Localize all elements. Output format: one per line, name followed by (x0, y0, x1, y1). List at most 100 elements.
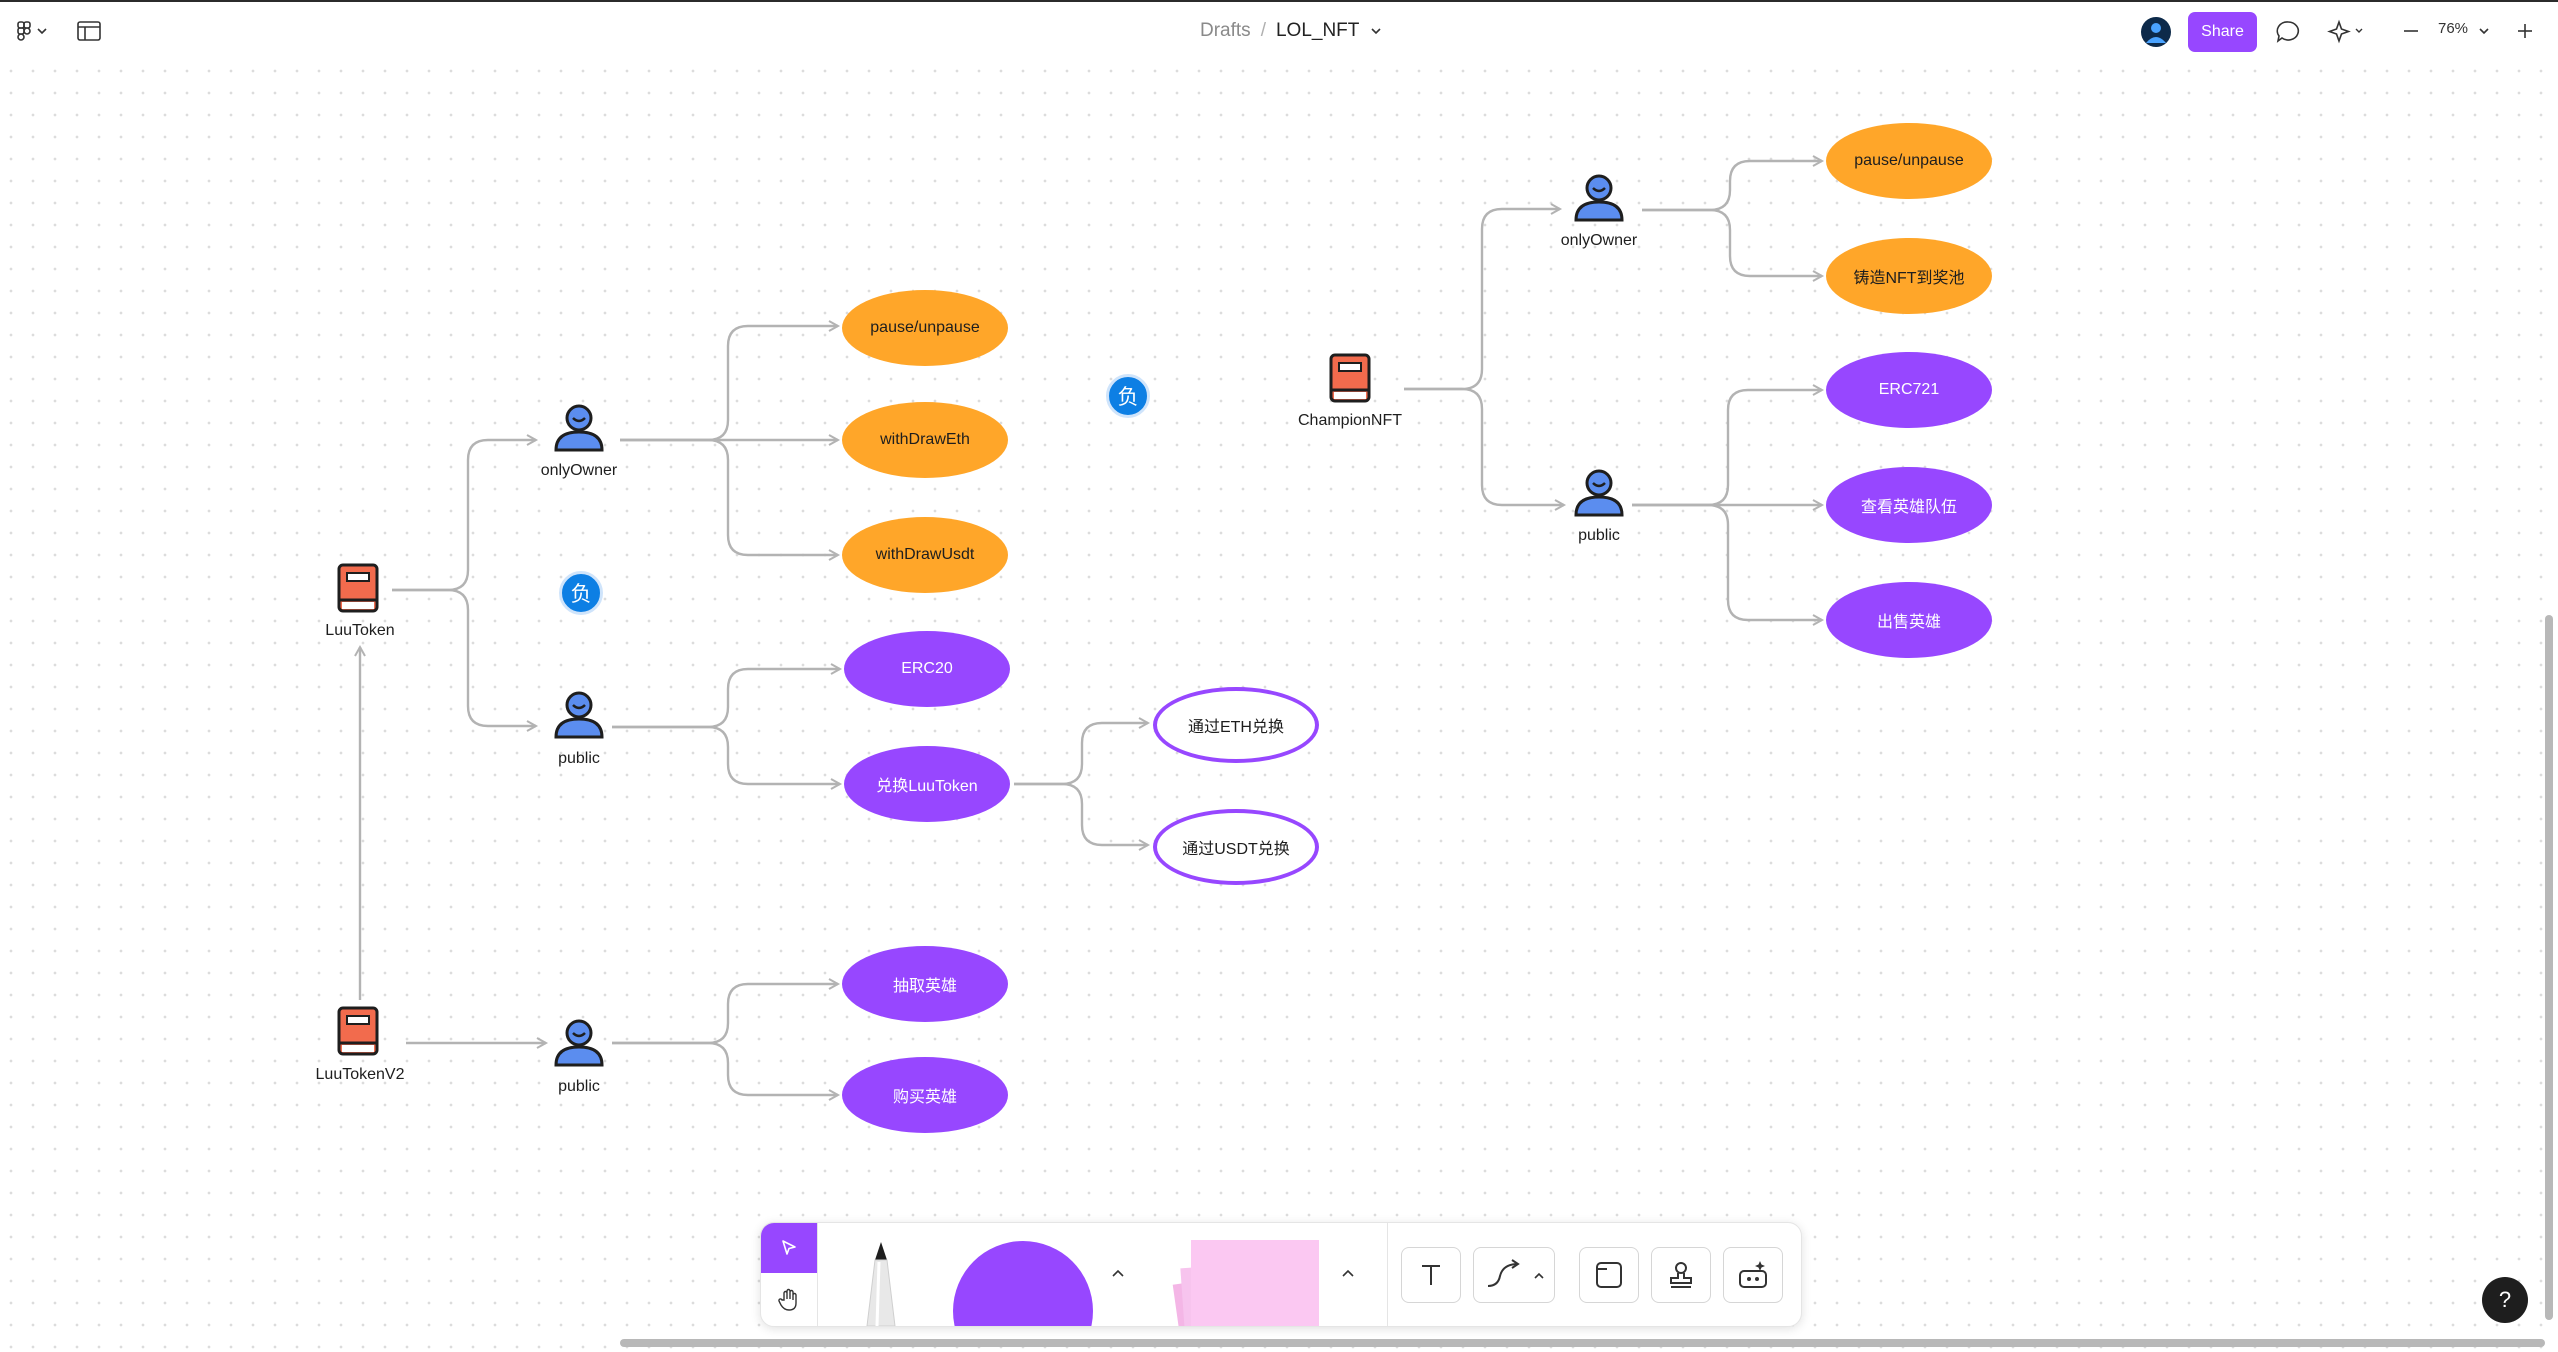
chevron-down-icon[interactable] (1369, 26, 1383, 36)
file-name[interactable]: LOL_NFT (1275, 20, 1360, 41)
person-icon (554, 1019, 604, 1067)
node-luutoken-label: LuuToken (325, 622, 395, 639)
zoom-in-button[interactable] (2512, 18, 2538, 44)
whiteboard-canvas[interactable]: LuuToken LuuTokenV2 ChampionNFT onlyOwne… (0, 60, 2558, 1352)
chevron-up-icon (1342, 1269, 1354, 1277)
breadcrumb-drafts[interactable]: Drafts (1200, 20, 1251, 41)
pen-icon (866, 1241, 896, 1326)
edge-luutoken-public (392, 588, 539, 732)
main-menu-button[interactable] (12, 16, 52, 46)
zoom-dropdown[interactable] (2476, 22, 2492, 40)
circle-shape-icon (953, 1240, 1093, 1326)
node-onlyowner-label: onlyOwner (540, 462, 618, 479)
edge-luutoken-onlyowner (392, 434, 539, 592)
widgets-tool-button[interactable] (1723, 1247, 1783, 1303)
shape-options-button[interactable] (1106, 1261, 1130, 1285)
node-withdraw-usdt[interactable]: withDrawUsdt (842, 517, 1008, 593)
text-icon (1422, 1265, 1440, 1285)
chevron-down-icon (2479, 28, 2489, 35)
widget-sparkle-icon (1739, 1261, 1767, 1288)
horizontal-scrollbar[interactable] (620, 1339, 2545, 1347)
edge-owner2-pause (1642, 155, 1825, 212)
chevron-up-icon[interactable] (1532, 1269, 1546, 1281)
node-onlyowner-label: onlyOwner (1560, 232, 1638, 249)
node-draw-hero[interactable]: 抽取英雄 (842, 946, 1008, 1022)
creation-toolbar (760, 1222, 1802, 1327)
book-icon (1329, 353, 1371, 403)
minus-icon (2404, 30, 2418, 32)
node-buy-hero[interactable]: 购买英雄 (842, 1057, 1008, 1133)
cursor-icon (782, 1240, 796, 1255)
node-erc721[interactable]: ERC721 (1826, 352, 1992, 428)
node-public-label: public (558, 1078, 600, 1095)
zoom-out-button[interactable] (2398, 18, 2424, 44)
section-icon (1596, 1262, 1622, 1288)
collaborator-avatar[interactable]: 负 (1106, 374, 1150, 418)
breadcrumb-separator: / (1260, 20, 1266, 41)
stamp-icon (1670, 1262, 1692, 1288)
node-pause-unpause[interactable]: pause/unpause (1826, 123, 1992, 199)
breadcrumb: Drafts / LOL_NFT (1200, 2, 1383, 60)
plus-icon (2518, 24, 2532, 38)
comment-button[interactable] (2272, 16, 2304, 48)
section-tool-button[interactable] (1579, 1247, 1639, 1303)
connector-lines (354, 155, 1825, 1101)
sparkle-icon (2327, 19, 2363, 44)
person-icon (1574, 469, 1624, 517)
node-exchange-luutoken[interactable]: 兑换LuuToken (844, 746, 1010, 822)
top-bar: Drafts / LOL_NFT Share 76% (0, 0, 2558, 60)
text-tool-button[interactable] (1401, 1247, 1461, 1303)
node-mint-nft[interactable]: 铸造NFT到奖池 (1826, 238, 1992, 314)
hand-icon (778, 1288, 797, 1311)
comment-icon (2276, 21, 2300, 43)
edge-champion-onlyowner (1404, 203, 1563, 391)
ai-actions-button[interactable] (2325, 16, 2369, 48)
hand-tool-button[interactable] (761, 1275, 817, 1325)
layout-panel-button[interactable] (74, 18, 104, 44)
person-icon (554, 404, 604, 452)
zoom-level[interactable]: 76% (2438, 20, 2469, 37)
node-public-label: public (1578, 527, 1620, 544)
avatar[interactable] (2140, 16, 2172, 48)
user-avatar-icon (2141, 17, 2171, 47)
book-icon (337, 563, 379, 613)
edge-exchange-usdt (1014, 782, 1151, 851)
node-withdraw-eth[interactable]: withDrawEth (842, 402, 1008, 478)
move-tool-button[interactable] (761, 1223, 817, 1273)
person-icon (1574, 174, 1624, 222)
node-exchange-usdt[interactable]: 通过USDT兑换 (1153, 809, 1319, 885)
stamp-tool-button[interactable] (1651, 1247, 1711, 1303)
node-championnft-label: ChampionNFT (1297, 412, 1403, 429)
sticky-note-tool-button[interactable] (1161, 1237, 1321, 1326)
node-sell-hero[interactable]: 出售英雄 (1826, 582, 1992, 658)
shape-tool-button[interactable] (951, 1240, 1096, 1326)
node-public-label: public (558, 750, 600, 767)
edge-exchange-eth (1014, 717, 1151, 786)
edge-owner2-mint (1642, 208, 1825, 282)
node-view-team[interactable]: 查看英雄队伍 (1826, 467, 1992, 543)
vertical-scrollbar[interactable] (2545, 615, 2553, 1320)
marker-tool-button[interactable] (851, 1237, 911, 1326)
edge-public3-erc721 (1632, 384, 1825, 507)
edge-public2-buy (612, 1041, 841, 1101)
node-pause-unpause[interactable]: pause/unpause (842, 290, 1008, 366)
sticky-options-button[interactable] (1336, 1261, 1360, 1285)
edge-public1-erc20 (612, 663, 843, 729)
edge-owner1-withusdt (620, 438, 841, 561)
edge-public2-draw (612, 978, 841, 1045)
node-erc20[interactable]: ERC20 (844, 631, 1010, 707)
edge-public1-exchange (612, 725, 843, 790)
edge-champion-public (1404, 387, 1567, 511)
edge-public3-sell (1632, 503, 1825, 626)
connector-tool-button[interactable] (1473, 1247, 1555, 1303)
help-button[interactable]: ? (2482, 1277, 2528, 1323)
node-exchange-eth[interactable]: 通过ETH兑换 (1153, 687, 1319, 763)
share-button[interactable]: Share (2188, 12, 2257, 52)
book-icon (337, 1006, 379, 1056)
edge-owner1-pause (620, 320, 841, 442)
collaborator-avatar[interactable]: 负 (559, 571, 603, 615)
person-icon (554, 691, 604, 739)
sticky-note-icon (1172, 1239, 1319, 1326)
panel-icon (77, 21, 101, 41)
figma-logo-icon (17, 21, 47, 41)
